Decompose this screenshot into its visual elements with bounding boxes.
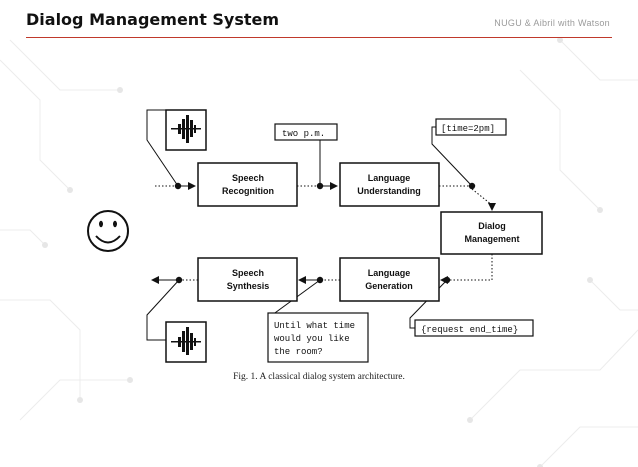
audio-in-link [146, 109, 179, 187]
speech-recognition-label-line2: Recognition [222, 186, 274, 196]
speech-synthesis-label-line1: Speech [232, 268, 264, 278]
audio-out-waveform-icon [165, 321, 207, 363]
slide-title: Dialog Management System [26, 10, 280, 29]
speech-recognition-box [197, 162, 298, 207]
nlg-output-text-line2: would you like [274, 334, 350, 344]
speech-recognition-label-line1: Speech [232, 173, 264, 183]
speech-synthesis-box [197, 257, 298, 302]
title-underline [26, 37, 612, 38]
language-generation-label-line1: Language [368, 268, 411, 278]
dialog-management-label-line2: Management [464, 234, 519, 244]
audio-out-link [146, 279, 180, 341]
speech-synthesis-label-line2: Synthesis [227, 281, 270, 291]
language-generation-label-line2: Generation [365, 281, 413, 291]
dm-output-text: {request end_time} [421, 325, 518, 335]
language-understanding-label-line1: Language [368, 173, 411, 183]
language-generation-box [339, 257, 440, 302]
slide-tag: NUGU & Aibril with Watson [494, 18, 610, 28]
language-understanding-label-line2: Understanding [357, 186, 421, 196]
figure-caption: Fig. 1. A classical dialog system archit… [233, 372, 405, 382]
dialog-management-box [440, 211, 543, 255]
asr-output-text: two p.m. [282, 129, 325, 139]
smiley-face-icon [87, 210, 129, 252]
nlu-output-label-box [435, 118, 507, 136]
language-understanding-box [339, 162, 440, 207]
dm-output-label-box [414, 319, 534, 337]
nlg-output-text-line1: Until what time [274, 321, 355, 331]
asr-output-label-box [274, 123, 338, 141]
nlg-output-label-box [267, 312, 369, 363]
nlu-output-text: [time=2pm] [441, 124, 495, 134]
audio-in-waveform-icon [165, 109, 207, 151]
dialog-management-label-line1: Dialog [478, 221, 506, 231]
nlg-output-text-line3: the room? [274, 347, 323, 357]
